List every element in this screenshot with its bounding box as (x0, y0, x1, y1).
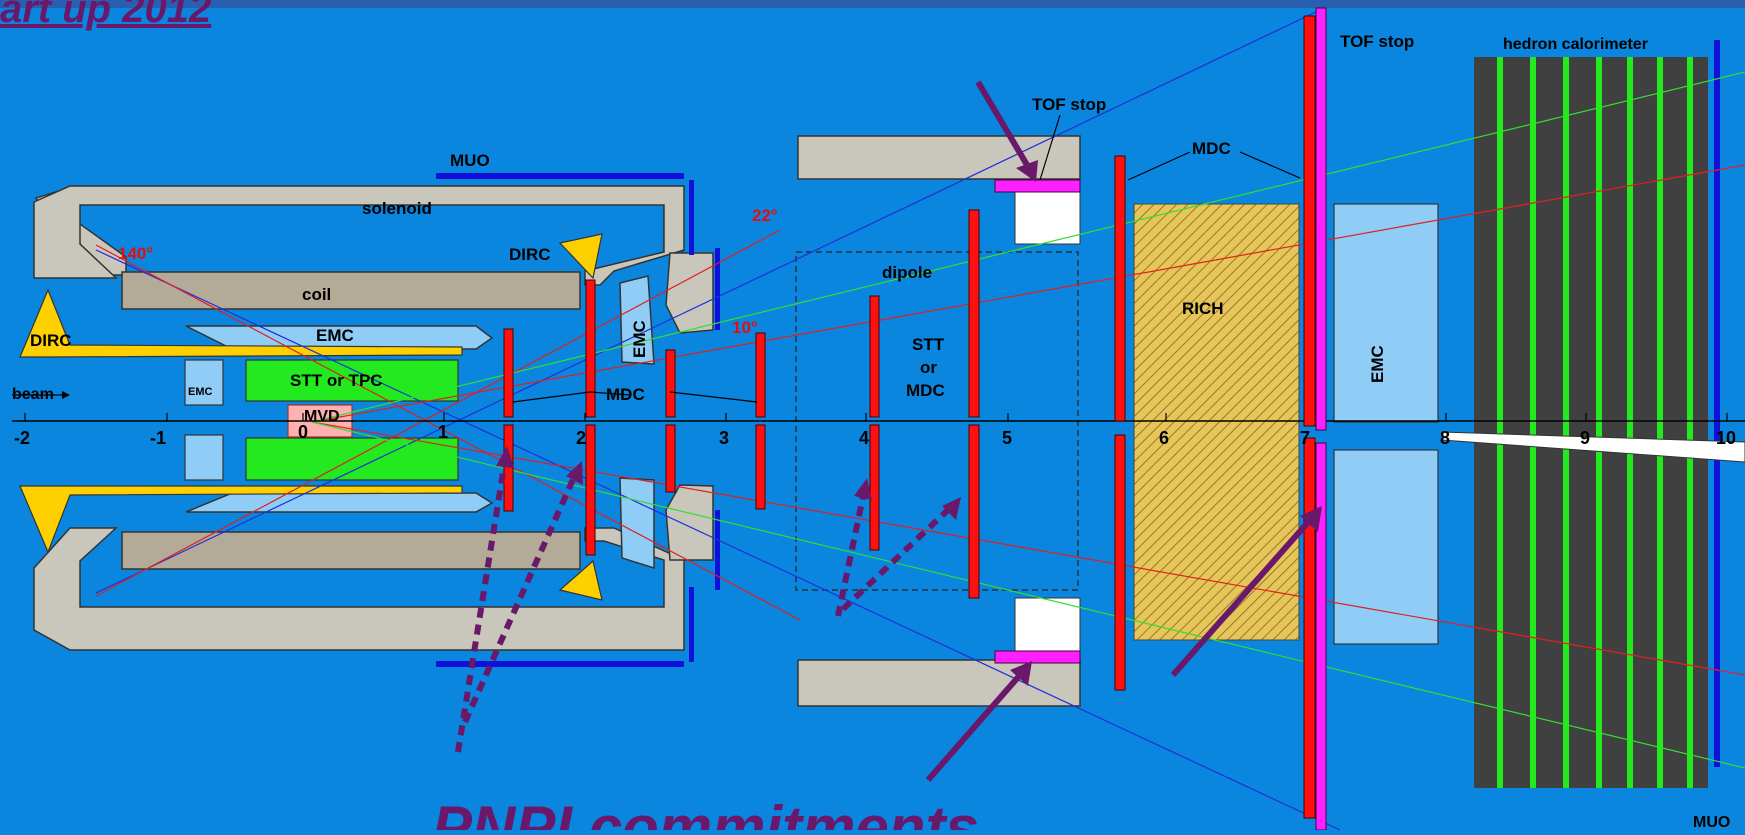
solenoid-yoke-upper-inner (33, 185, 685, 286)
axis-tick-label: 10 (1716, 428, 1736, 448)
label-tof-stop-mid: TOF stop (1032, 95, 1106, 114)
emc-forward-upper (1333, 203, 1439, 423)
label-mvd: MVD (304, 408, 340, 425)
stt-tpc-upper (245, 359, 459, 402)
leader-lines (512, 114, 1301, 403)
muon-plane-forward (1714, 40, 1720, 767)
axis-tick-label: -2 (14, 428, 30, 448)
label-rich: RICH (1182, 299, 1224, 318)
tof-stop-dipole-lower (994, 650, 1081, 664)
axis-tick-label: 4 (859, 428, 869, 448)
axis-tick-label: -1 (150, 428, 166, 448)
muon-endcap-upper-a (689, 180, 694, 255)
emc-barrel-upper (185, 325, 494, 350)
label-stt-mdc-3: MDC (906, 381, 945, 400)
slide-top-border (0, 0, 1745, 8)
particle-tracks (95, 9, 1745, 831)
emc-barrel-lower (185, 492, 494, 513)
axis-tick-label: 7 (1300, 428, 1310, 448)
label-beam: beam (12, 386, 54, 403)
dotted-commitment-arrows (455, 459, 953, 753)
coil-lower (121, 531, 581, 570)
label-stt-tpc: STT or TPC (290, 371, 383, 390)
dipole-yoke-lower (797, 659, 1081, 707)
label-emc-small: EMC (188, 386, 213, 398)
label-stt-mdc-1: STT (912, 335, 945, 354)
dirc-barrel-upper (19, 288, 463, 358)
label-mdc-forward: MDC (1192, 139, 1231, 158)
emc-backward-upper (184, 359, 224, 406)
axis-tick-label: 0 (298, 422, 308, 442)
emc-endcap-lower (619, 477, 655, 570)
axis-tick-label: 5 (1002, 428, 1012, 448)
endcap-wedge-upper (665, 252, 714, 334)
label-stt-mdc-2: or (920, 358, 937, 377)
component-labels: MUO solenoid coil EMC DIRC DIRC STT or T… (12, 32, 1730, 831)
tof-stop-wall-upper (1315, 7, 1327, 431)
axis-tick-label: 2 (576, 428, 586, 448)
label-dipole: dipole (882, 263, 932, 282)
label-emc-forward: EMC (1368, 345, 1387, 383)
endcap-wedge-lower (665, 484, 714, 561)
label-emc-endcap: EMC (630, 320, 649, 358)
label-muo-right: MUO (1693, 814, 1730, 830)
dipole-gap-lower (1014, 597, 1081, 652)
label-hadron-calorimeter: hedron calorimeter (1503, 36, 1648, 53)
label-angle-140: 140° (118, 244, 153, 263)
commitment-arrow-heads (1010, 160, 1322, 686)
axis-tick-labels: -2 -1 0 1 2 3 4 5 6 7 8 9 10 (14, 422, 1736, 448)
axis-tick-label: 3 (719, 428, 729, 448)
emc-backward-lower (184, 434, 224, 481)
dirc-barrel-lower (19, 485, 463, 554)
dipole-yoke-upper (797, 135, 1081, 180)
tof-stop-dipole-upper (994, 179, 1081, 193)
muon-endcap-upper-b (715, 248, 720, 330)
hadron-calorimeter (1474, 57, 1708, 788)
angle-labels: 140° 22° 10° (118, 206, 778, 337)
axis-tick-label: 6 (1159, 428, 1169, 448)
label-solenoid: solenoid (362, 199, 432, 218)
label-emc-barrel: EMC (316, 326, 354, 345)
dirc-disc-lower (558, 559, 603, 601)
label-angle-10: 10° (732, 318, 758, 337)
muon-barrel-lower (436, 661, 684, 667)
tof-stop-wall-lower (1315, 442, 1327, 831)
commitments-title: PNPI commitments (432, 794, 979, 830)
commitment-arrows (925, 80, 1313, 782)
beam-pipe (1441, 431, 1745, 463)
rotated-labels: EMC EMC (630, 320, 1387, 383)
emc-forward-lower (1333, 449, 1439, 645)
dotted-arrow-heads (496, 446, 961, 520)
axis-tick-label: 1 (438, 422, 448, 442)
rich (1133, 203, 1300, 641)
label-muo-top: MUO (450, 151, 490, 170)
label-dirc-barrel: DIRC (30, 331, 72, 350)
label-mdc-inner: MDC (606, 385, 645, 404)
mdc-chambers (503, 15, 1316, 819)
emc-endcap-upper (619, 275, 655, 365)
muon-endcap-lower-b (689, 587, 694, 662)
label-dirc-disc: DIRC (509, 245, 551, 264)
label-coil: coil (302, 285, 331, 304)
label-angle-22: 22° (752, 206, 778, 225)
muon-barrel-upper (436, 173, 684, 179)
beam-arrow-head (62, 391, 70, 399)
axis-tick-label: 9 (1580, 428, 1590, 448)
slide-title: art up 2012 (0, 0, 211, 31)
label-tof-stop-right: TOF stop (1340, 32, 1414, 51)
coil-upper (121, 271, 581, 310)
axis-tick-label: 8 (1440, 428, 1450, 448)
muon-endcap-lower-a (715, 510, 720, 590)
dirc-disc-upper (558, 233, 603, 280)
